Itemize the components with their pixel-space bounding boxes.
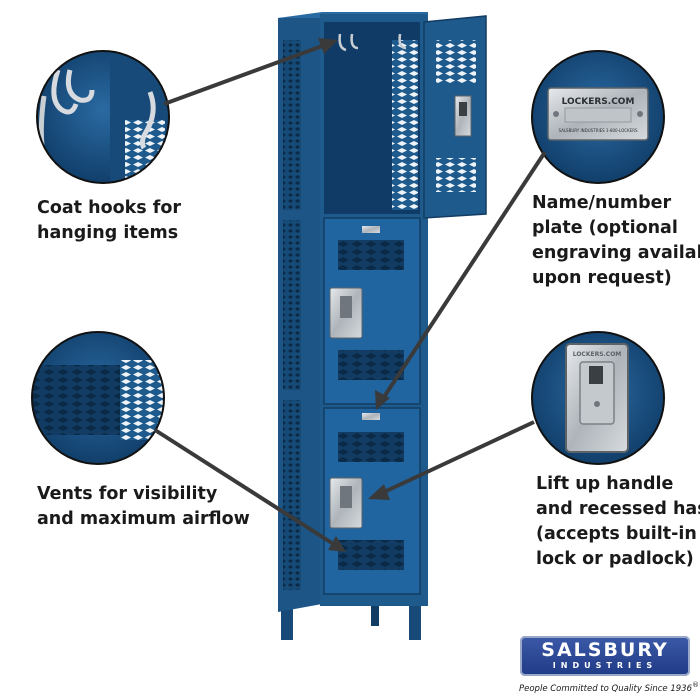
brand-tagline: People Committed to Quality Since 1936® [519,680,699,694]
plate-small-text: SALSBURY INDUSTRIES 1-800-LOCKERS [558,128,638,133]
locker [278,12,487,640]
registered-mark: ® [691,680,700,689]
brand-logo: SALSBURY INDUSTRIES [520,636,690,676]
plate-main-text: LOCKERS.COM [562,97,635,107]
callout-line: Vents for visibility [37,484,218,504]
callout-line: Coat hooks for [37,198,182,218]
callout-arrows [153,38,547,552]
side-vent-bottom [283,400,301,590]
callout-handle: Lift up handle and recessed hasp (accept… [536,472,700,572]
arrow-coat-hooks [163,43,326,106]
side-vent-middle [283,220,301,390]
bottom-door-vent-lower [338,540,404,570]
door-handle-latch [459,102,467,116]
callout-line: upon request) [532,268,672,288]
middle-door-hasp [340,296,352,318]
callout-line: engraving available [532,243,700,263]
callout-vents: Vents for visibility and maximum airflow [37,482,250,532]
detail-handle: LOCKERS.COM [531,331,665,465]
callout-line: Name/number [532,193,672,213]
interior-back-vent [392,40,418,210]
detail-coat-hooks [36,50,170,184]
arrow-name-plate [380,150,547,402]
door-vent-lower [436,158,476,192]
callout-coat-hooks: Coat hooks for hanging items [37,196,181,246]
detail-vents [31,331,165,465]
callout-name-plate: Name/number plate (optional engraving av… [532,191,700,291]
callout-line: plate (optional [532,218,678,238]
coat-hook [398,33,407,50]
arrow-vents [153,428,337,547]
side-vent-top [283,40,301,210]
callout-line: lock or padlock) [536,549,694,569]
detail-name-plate: LOCKERS.COM SALSBURY INDUSTRIES 1-800-LO… [531,50,665,184]
callout-line: and maximum airflow [37,509,250,529]
arrow-handle [381,420,535,495]
brand-subtitle: INDUSTRIES [552,661,658,670]
coat-hook [338,33,359,52]
callout-line: Lift up handle [536,474,674,494]
brand-name: SALSBURY [541,639,669,661]
callout-line: and recessed hasp [536,499,700,519]
middle-door-vent-lower [338,350,404,380]
number-plate [362,226,380,233]
locker-leg [371,590,379,626]
hasp-text: LOCKERS.COM [573,351,622,358]
number-plate [362,413,380,420]
door-vent-upper [436,40,476,84]
bottom-door-vent-upper [338,432,404,462]
middle-door-vent-upper [338,240,404,270]
bottom-door-hasp [340,486,352,508]
callout-line: hanging items [37,223,179,243]
callout-line: (accepts built-in [536,524,697,544]
tagline-text: People Committed to Quality Since 1936 [519,683,692,694]
